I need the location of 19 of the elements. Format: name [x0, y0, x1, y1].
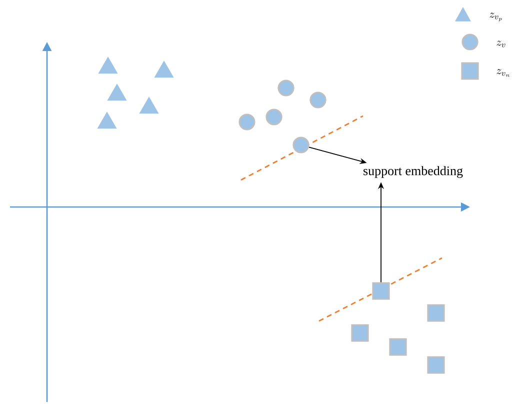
square-marker: [351, 324, 369, 342]
triangle-marker: [97, 112, 117, 129]
circle-marker: [292, 136, 310, 154]
triangle-marker: [107, 84, 127, 101]
triangle-marker: [98, 56, 118, 74]
triangle-marker: [154, 60, 174, 78]
text-label: support embedding: [364, 166, 463, 178]
circle-marker: [310, 92, 326, 108]
circle-marker: [238, 114, 256, 130]
circle-marker: [278, 80, 294, 96]
legend-label: $z_{v_n}$: [496, 69, 510, 77]
square-marker: [389, 338, 407, 356]
square-marker: [427, 304, 445, 322]
square-marker: [372, 282, 390, 300]
legend-label: $z_v$: [496, 40, 506, 48]
circle-marker: [266, 108, 282, 126]
square-marker: [427, 356, 445, 374]
triangle-marker: [139, 96, 159, 114]
legend-label: $z_{v_p}$: [490, 12, 502, 22]
